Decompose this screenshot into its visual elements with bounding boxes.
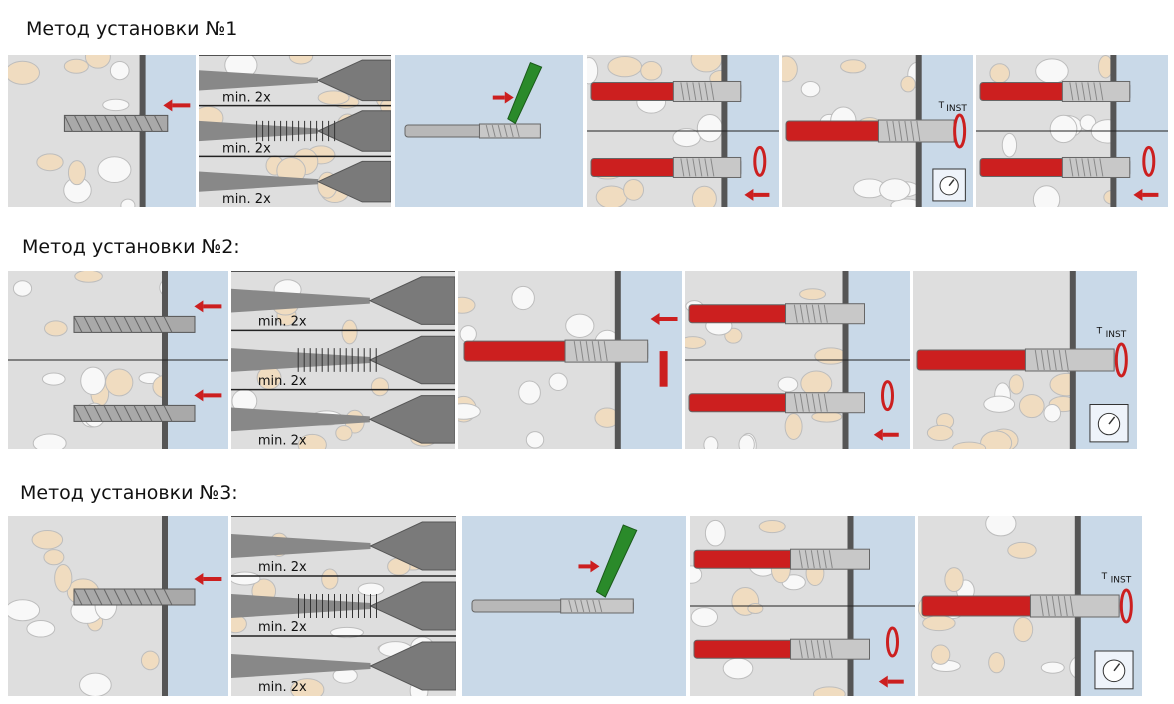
torque-wrench-icon xyxy=(753,145,767,177)
timer-icon xyxy=(1094,650,1134,690)
min-clean-label: min. 2x xyxy=(258,374,307,389)
torque-wrench-icon xyxy=(953,113,967,149)
torque-sub-label: INST xyxy=(1106,330,1127,340)
min-clean-label: min. 2x xyxy=(258,433,307,448)
brush-icon xyxy=(256,110,391,152)
arrow-icon xyxy=(1133,188,1159,201)
anchor-bolt xyxy=(463,339,649,363)
method-2-title: Метод установки №2: xyxy=(22,236,240,258)
brush-icon xyxy=(298,581,456,631)
min-clean-label: min. 2x xyxy=(258,315,307,330)
timer-icon xyxy=(932,168,966,202)
arrow-icon xyxy=(873,428,899,441)
method-1-step-3-panel xyxy=(395,55,583,207)
arrow-icon xyxy=(163,99,191,112)
arrow-icon xyxy=(650,313,678,326)
method-3-title: Метод установки №3: xyxy=(20,482,238,504)
torque-wrench-icon xyxy=(1142,145,1156,177)
anchor-bolt xyxy=(688,392,865,414)
method-1-step-1-panel xyxy=(8,55,196,207)
method-3-step-2-panel: min. 2x min. 2x min. 2x xyxy=(231,516,456,696)
min-clean-label: min. 2x xyxy=(222,91,271,106)
pencil-icon xyxy=(595,524,638,598)
anchor-bolt xyxy=(921,594,1120,618)
anchor-bolt xyxy=(590,156,742,178)
method-1-step-2-panel: min. 2x min. 2x min. 2x xyxy=(199,55,391,207)
torque-label: T xyxy=(938,101,945,111)
torque-label: T xyxy=(1096,326,1103,336)
method-2-step-1-panel xyxy=(8,271,228,449)
blower-icon xyxy=(368,395,455,444)
anchor-bolt xyxy=(693,638,870,660)
anchor-bolt xyxy=(693,548,870,570)
arrow-icon xyxy=(878,675,904,688)
method-3-step-1-panel xyxy=(8,516,228,696)
blower-icon xyxy=(316,160,391,203)
drill-icon xyxy=(73,315,196,333)
min-clean-label: min. 2x xyxy=(258,680,307,695)
torque-wrench-icon xyxy=(886,626,899,658)
arrow-icon xyxy=(194,300,222,313)
method-1-step-4-panel xyxy=(587,55,779,207)
anchor-bolt xyxy=(916,348,1115,372)
blower-icon xyxy=(369,521,456,571)
torque-sub-label: INST xyxy=(946,104,967,114)
pencil-icon xyxy=(507,61,543,125)
method-1-title: Метод установки №1 xyxy=(26,18,238,40)
anchor-bolt xyxy=(471,598,634,614)
method-3-step-3-panel xyxy=(462,516,686,696)
torque-wrench-icon xyxy=(1114,342,1128,378)
min-clean-label: min. 2x xyxy=(222,192,271,207)
arrow-icon xyxy=(194,573,222,585)
timer-icon xyxy=(1089,404,1129,443)
method-1-step-6-panel xyxy=(976,55,1168,207)
arrow-icon xyxy=(744,188,770,201)
torque-sub-label: INST xyxy=(1111,576,1132,586)
torque-label: T xyxy=(1101,572,1108,582)
blower-icon xyxy=(368,276,455,325)
brush-icon xyxy=(297,335,455,385)
hammer-icon xyxy=(659,351,668,387)
anchor-bolt xyxy=(979,80,1131,102)
anchor-bolt xyxy=(404,123,541,139)
torque-wrench-icon xyxy=(1119,588,1133,624)
anchor-bolt xyxy=(590,80,742,102)
blower-icon xyxy=(316,59,391,102)
anchor-bolt xyxy=(688,303,865,325)
arrow-icon xyxy=(578,560,600,573)
torque-wrench-icon xyxy=(881,380,894,412)
method-2-step-3-panel xyxy=(458,271,682,449)
method-2-step-2-panel: min. 2x min. 2x min. 2x xyxy=(231,271,455,449)
anchor-bolt xyxy=(979,156,1131,178)
arrow-icon xyxy=(194,389,222,402)
drill-icon xyxy=(73,404,196,422)
drill-icon xyxy=(63,114,169,132)
anchor-bolt xyxy=(785,119,955,143)
arrow-icon xyxy=(492,91,514,104)
min-clean-label: min. 2x xyxy=(258,560,307,575)
min-clean-label: min. 2x xyxy=(222,141,271,156)
blower-icon xyxy=(369,641,456,691)
min-clean-label: min. 2x xyxy=(258,620,307,635)
drill-icon xyxy=(73,588,196,606)
method-2-step-4-panel xyxy=(685,271,910,449)
method-3-step-4-panel xyxy=(690,516,915,696)
